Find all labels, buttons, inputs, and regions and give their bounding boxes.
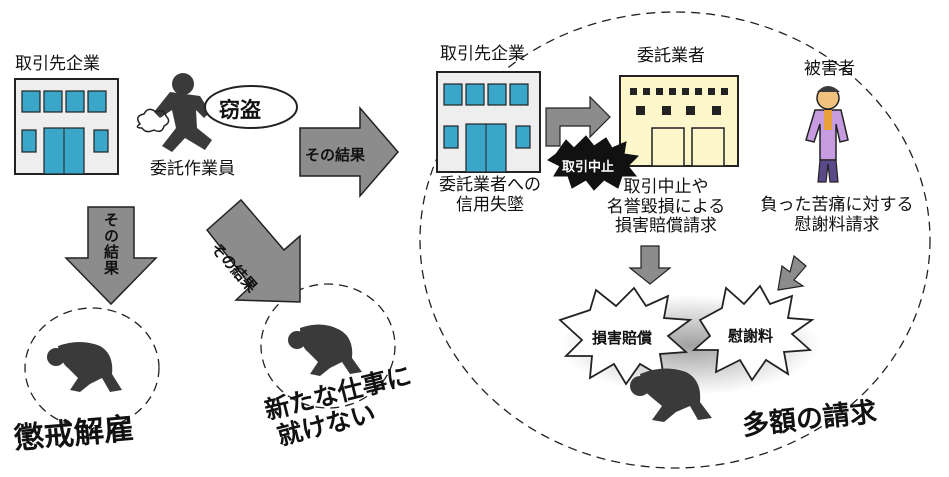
solatium-claim-line1: 負った苦痛に対する — [760, 195, 914, 215]
termination-badge-shape — [547, 135, 640, 191]
victim-person-icon — [805, 86, 849, 183]
theft-label: 窃盗 — [219, 98, 261, 122]
solatium-claim-line2: 慰謝料請求 — [794, 214, 880, 235]
damage-claim-text: 取引中止や 名誉毀損による 損害賠償請求 — [596, 177, 736, 237]
theft-bubble — [204, 85, 298, 129]
solatium-burst-shape — [691, 284, 815, 382]
trust-loss-line1: 委託業者への — [439, 175, 541, 195]
termination-badge-label: 取引中止 — [562, 160, 615, 175]
damage-claim-line2: 名誉毀損による — [606, 196, 726, 217]
result-arrow-right-label: その結果 — [305, 146, 366, 164]
dismissed-worker-silhouette-icon — [47, 342, 122, 392]
result-arrow-down-left-label: その結果 — [102, 212, 120, 276]
damage-claim-line3: 損害賠償請求 — [615, 216, 717, 237]
motion-puff-icon — [136, 108, 170, 133]
damages-burst-shape — [558, 286, 693, 386]
dismissal-dashed-circle — [24, 307, 160, 429]
left-client-company-label: 取引先企業 — [15, 54, 100, 74]
result-arrow-down-left — [64, 206, 158, 306]
indebted-worker-silhouette-icon — [630, 368, 712, 422]
worker-label: 委託作業員 — [150, 159, 235, 179]
right-client-company-label: 取引先企業 — [440, 44, 525, 64]
trust-loss-line2: 信用失墜 — [456, 194, 524, 215]
damage-claim-line1: 取引中止や — [623, 177, 709, 197]
termination-arrow — [545, 95, 611, 147]
trust-loss-text: 委託業者への 信用失墜 — [430, 175, 550, 215]
victim-label: 被害者 — [804, 59, 855, 79]
contractor-factory-icon — [619, 75, 739, 167]
thief-silhouette-icon — [154, 73, 212, 152]
damage-claim-arrow — [628, 245, 672, 285]
solatium-burst-label: 慰謝料 — [728, 327, 774, 345]
result-arrow-diagonal — [205, 198, 301, 303]
jobless-worker-silhouette-icon — [288, 324, 362, 376]
no-job-dashed-circle — [260, 283, 396, 409]
solatium-claim-arrow — [777, 254, 807, 291]
damages-burst-label: 損害賠償 — [592, 329, 653, 347]
client-building-icon-right — [436, 71, 541, 173]
contractor-label: 委託業者 — [637, 46, 705, 66]
solatium-claim-text: 負った苦痛に対する 慰謝料請求 — [752, 195, 922, 235]
result-arrow-right — [299, 105, 399, 199]
large-claims-dashed-circle — [419, 11, 931, 469]
client-building-icon-left — [14, 78, 119, 175]
